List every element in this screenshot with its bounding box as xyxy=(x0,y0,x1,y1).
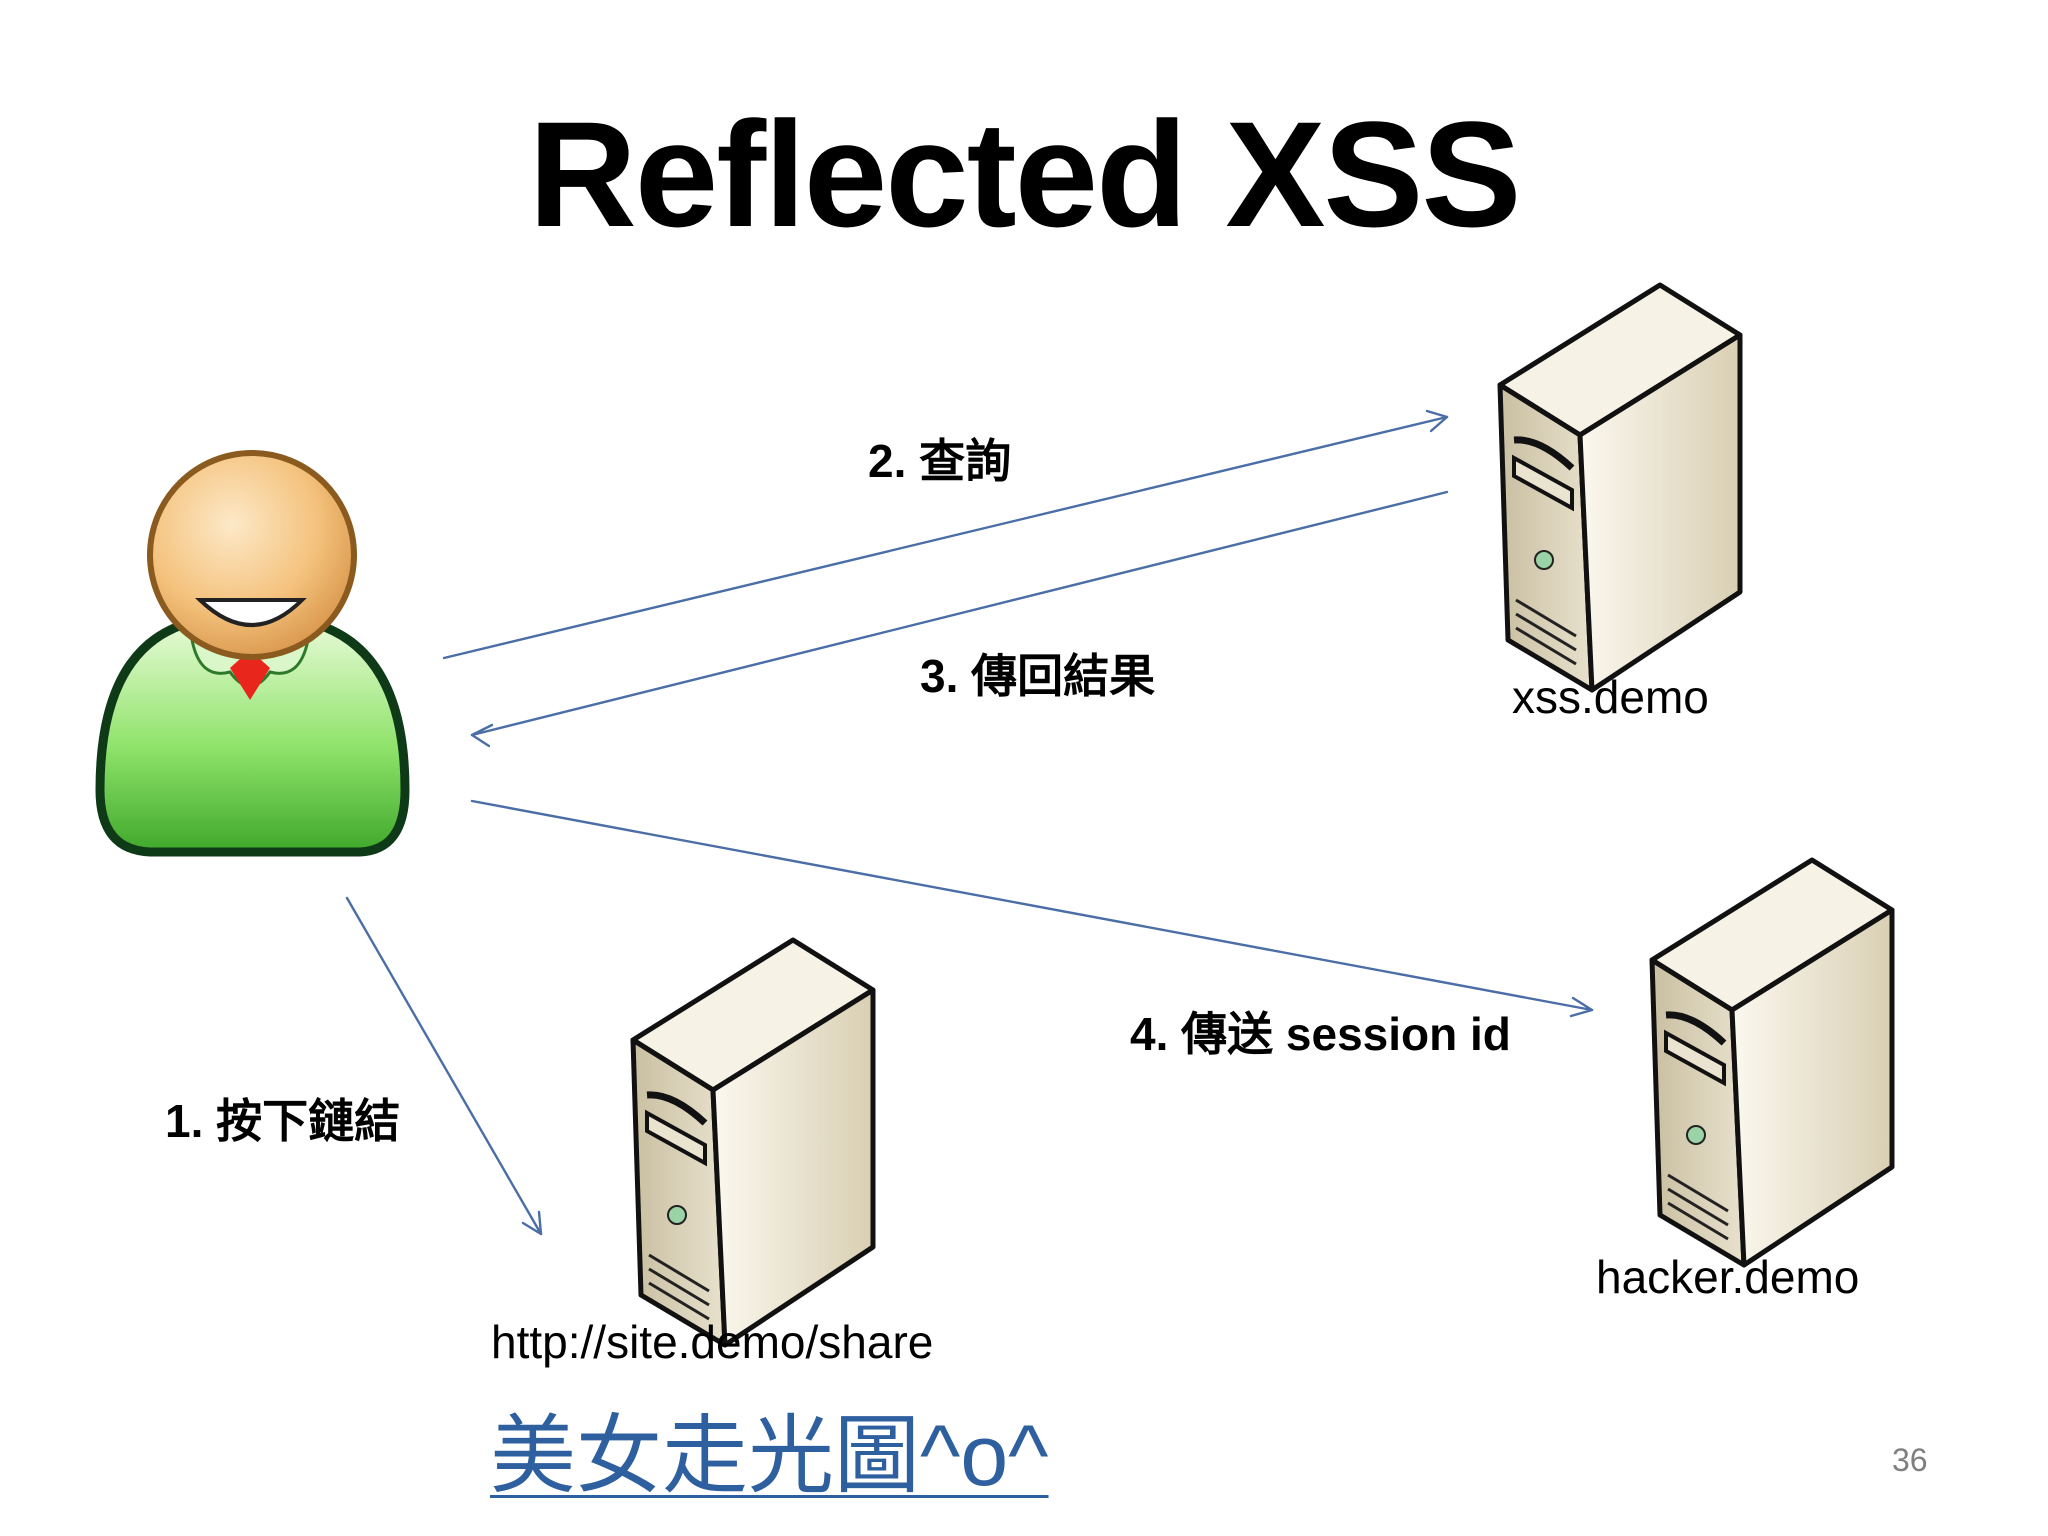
step-4-label: 4. 傳送 session id xyxy=(1130,1008,1511,1060)
bait-link[interactable]: 美女走光圖^o^ xyxy=(490,1408,1049,1504)
step-3-label: 3. 傳回結果 xyxy=(920,650,1156,702)
arrow-step-3 xyxy=(470,490,1449,748)
xss-demo-server-icon xyxy=(1500,285,1750,690)
page-number: 36 xyxy=(1892,1442,1928,1478)
share-site-server-icon xyxy=(633,940,883,1345)
arrow-step-2 xyxy=(442,409,1449,660)
arrow-step-4 xyxy=(470,799,1594,1018)
share-url-label: http://site.demo/share xyxy=(491,1316,934,1368)
user-icon xyxy=(95,450,410,857)
step-2-label: 2. 查詢 xyxy=(868,435,1012,487)
hacker-demo-server-icon xyxy=(1652,860,1902,1265)
step-1-label: 1. 按下鏈結 xyxy=(165,1095,401,1147)
slide-title: Reflected XSS xyxy=(528,90,1521,258)
arrow-step-1 xyxy=(345,896,543,1236)
xss-demo-label: xss.demo xyxy=(1512,671,1709,723)
hacker-demo-label: hacker.demo xyxy=(1596,1251,1860,1303)
